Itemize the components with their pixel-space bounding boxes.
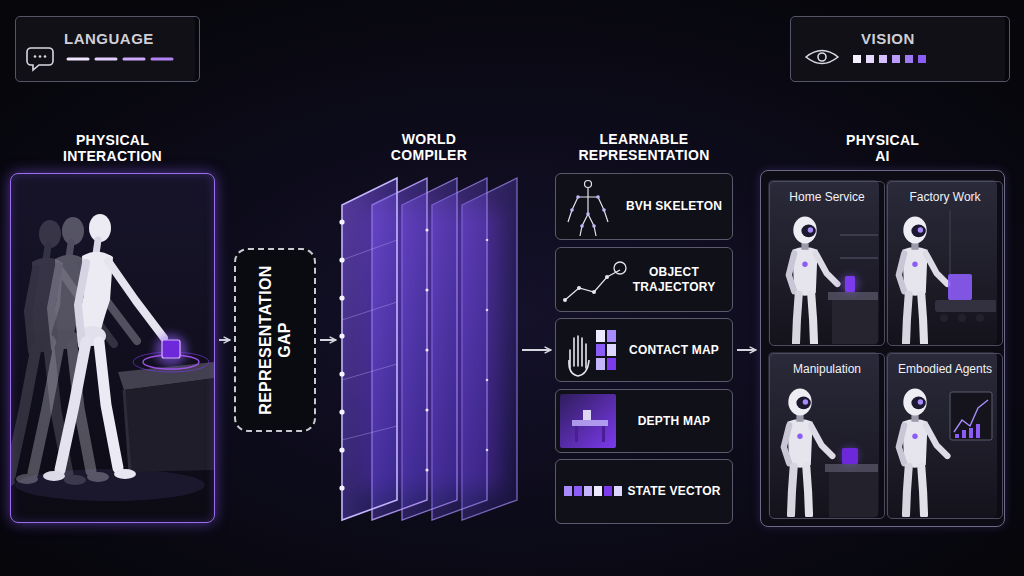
world-compiler-layers <box>339 178 517 520</box>
illustration-panel: PHYSICAL INTERACTION <box>10 173 215 523</box>
representation-label: BVH SKELETON <box>626 199 722 214</box>
flow-arrow <box>737 349 756 351</box>
gap-label: REPRESENTATION GAP <box>256 265 294 414</box>
scene-tile: Embodied Agents <box>887 353 1003 519</box>
modality-label: LANGUAGE <box>16 17 199 48</box>
modality-chip: LANGUAGE <box>15 16 200 82</box>
representation-box: OBJECT TRAJECTORY <box>555 247 733 312</box>
modality-label: VISION <box>791 17 1009 48</box>
layer-stack: WORLD COMPILER <box>340 175 518 520</box>
scene-label: Home Service <box>770 182 884 204</box>
representation-box: CONTACT MAP <box>555 318 733 382</box>
representation-label: DEPTH MAP <box>638 414 710 429</box>
scene-tile: Factory Work <box>887 181 1003 346</box>
column-heading: PHYSICAL INTERACTION <box>63 132 162 164</box>
representation-box: BVH SKELETON <box>555 173 733 240</box>
scene-tile: Home Service <box>769 181 885 346</box>
representation-label: OBJECT TRAJECTORY <box>622 265 726 295</box>
physical-ai-scenes <box>760 170 1005 527</box>
representation-label: STATE VECTOR <box>627 484 720 499</box>
representation-box: STATE VECTOR <box>555 459 733 524</box>
column-heading: WORLD COMPILER <box>391 131 467 163</box>
flow-arrow <box>522 349 551 351</box>
scene-label: Embodied Agents <box>888 354 1002 376</box>
representation-box-fills <box>555 173 733 524</box>
depth-map-icon <box>560 394 616 448</box>
representation-box: DEPTH MAP <box>555 389 733 453</box>
representation-label: CONTACT MAP <box>629 343 719 358</box>
flow-arrow <box>320 339 336 341</box>
vision-chip-art <box>790 16 1005 82</box>
contact-map-icon <box>569 330 616 376</box>
state-vector-icon <box>564 486 622 496</box>
scene-label: Manipulation <box>770 354 884 376</box>
modality-chip: VISION <box>790 16 1010 82</box>
flow-arrow <box>219 339 230 341</box>
skeleton-icon <box>568 181 608 237</box>
application-panel: PHYSICAL AIHome ServiceFactory WorkManip… <box>760 170 1005 527</box>
human-interaction-illustration <box>0 173 215 523</box>
trajectory-icon <box>563 262 626 302</box>
language-chip-art <box>15 16 195 82</box>
scene-tile: Manipulation <box>769 353 885 519</box>
scene-label: Factory Work <box>888 182 1002 204</box>
gap-box: REPRESENTATION GAP <box>234 248 316 432</box>
column-heading: LEARNABLE REPRESENTATION <box>578 131 709 163</box>
column-heading: PHYSICAL AI <box>846 132 919 164</box>
